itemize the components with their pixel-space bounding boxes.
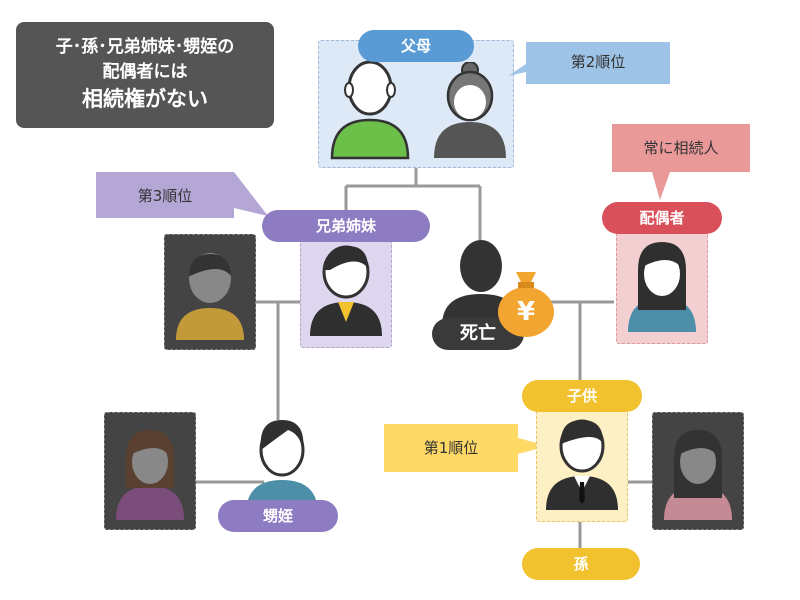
yen-symbol: ¥ (516, 297, 536, 327)
always-heir-callout-shape (612, 124, 750, 200)
rank3-callout: 第3順位 (137, 187, 193, 205)
nephew-niece-label: 甥姪 (218, 500, 338, 532)
parents-label: 父母 (358, 30, 474, 62)
grandchild-label: 孫 (522, 548, 640, 580)
children-label: 子供 (522, 380, 642, 412)
spouse-figure-icon (628, 242, 696, 332)
sibling-spouse-figure-icon (176, 253, 244, 340)
rank2-callout: 第2順位 (570, 53, 626, 71)
rank3-callout-shape (96, 172, 268, 218)
note-line-3: 相続権がない (82, 87, 208, 111)
deceased-label: 死亡 (432, 318, 524, 350)
father-figure-icon (330, 60, 410, 160)
rank1-callout: 第1順位 (423, 439, 479, 457)
money-bag-icon (498, 272, 554, 337)
no-inheritance-note: 子･孫･兄弟姉妹･甥姪の 配偶者には 相続権がない (16, 22, 274, 128)
note-line-1: 子･孫･兄弟姉妹･甥姪の (55, 37, 235, 57)
rank2-callout-shape (508, 42, 670, 84)
spouse-label: 配偶者 (602, 202, 722, 234)
nephew-spouse-figure-icon (116, 430, 184, 520)
siblings-label: 兄弟姉妹 (262, 210, 430, 242)
child-spouse-figure-icon (664, 430, 732, 520)
child-figure-icon (546, 419, 618, 510)
sibling-figure-icon (310, 245, 382, 336)
note-line-2: 配偶者には (102, 62, 188, 82)
mother-figure-icon (434, 62, 506, 158)
rank1-callout-shape (384, 424, 548, 472)
always-heir-callout: 常に相続人 (643, 139, 719, 157)
